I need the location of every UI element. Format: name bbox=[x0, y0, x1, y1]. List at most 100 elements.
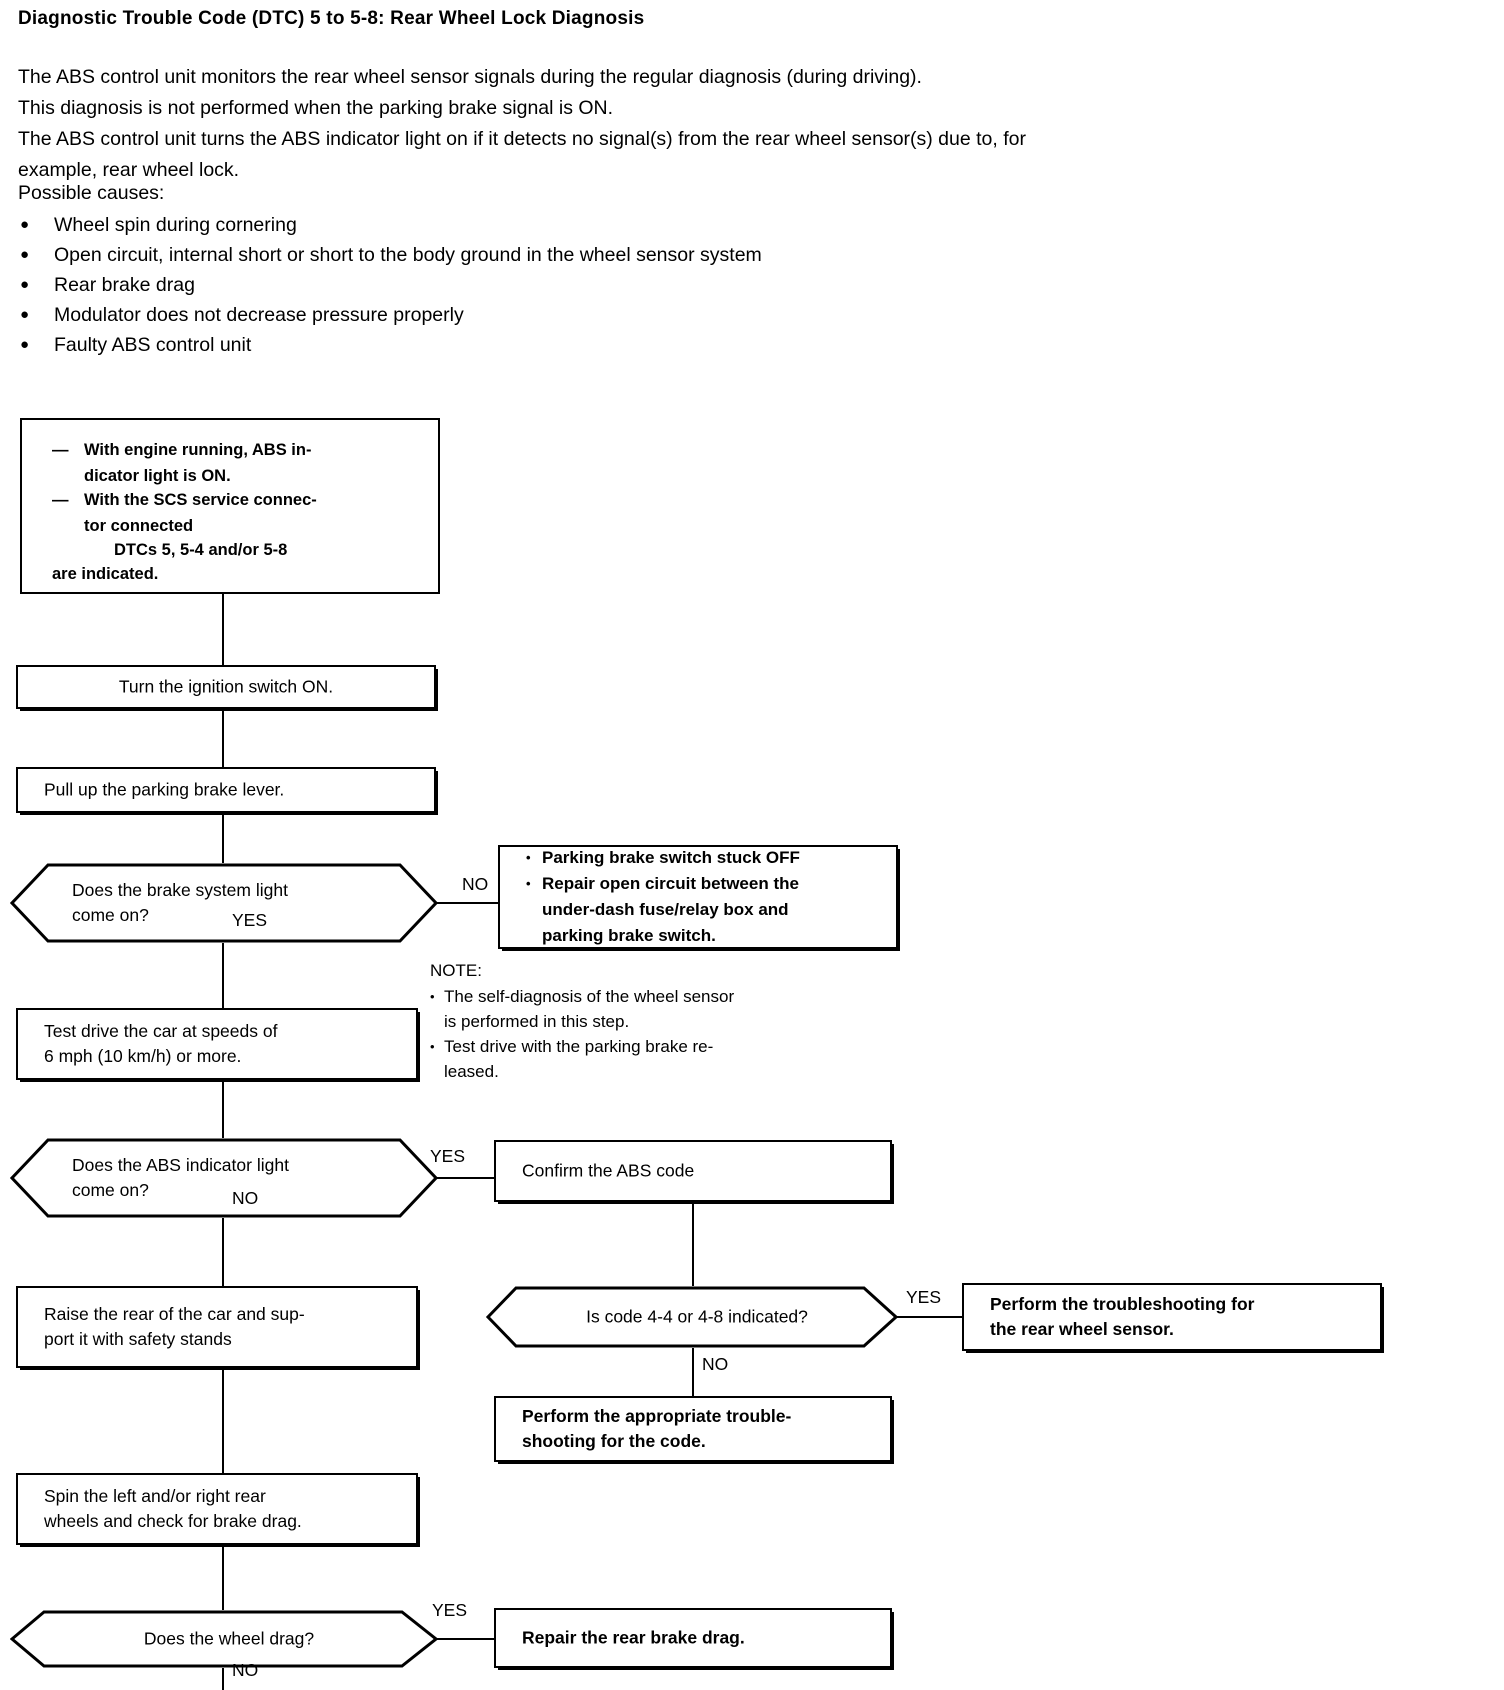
note-heading: NOTE: bbox=[430, 961, 482, 980]
step-turn-ignition-on: Turn the ignition switch ON. bbox=[16, 665, 436, 709]
connector-parking-brake-to-decision bbox=[222, 813, 224, 863]
repair-item-2-cont-1: under-dash fuse/relay box and bbox=[542, 900, 789, 919]
bullet-icon: ● bbox=[20, 216, 30, 233]
possible-causes-label: Possible causes: bbox=[18, 182, 165, 204]
note-item-2: • Test drive with the parking brake re- bbox=[430, 1034, 890, 1059]
condition-line-6: are indicated. bbox=[52, 565, 159, 583]
action-repair-rear-brake-drag: Repair the rear brake drag. bbox=[494, 1608, 892, 1668]
step-test-drive-label: Test drive the car at speeds of 6 mph (1… bbox=[44, 1019, 406, 1069]
intro-paragraphs: The ABS control unit monitors the rear w… bbox=[18, 62, 1478, 186]
repair-item-2-cont-2: parking brake switch. bbox=[542, 926, 716, 945]
note-item-2-label: Test drive with the parking brake re- bbox=[444, 1037, 714, 1056]
decision-abs-indicator-light-label: Does the ABS indicator light come on? bbox=[72, 1153, 386, 1203]
small-bullet-icon: • bbox=[430, 1039, 435, 1054]
branch-label-no-4: NO bbox=[232, 1660, 259, 1680]
condition-line-4: tor connected bbox=[84, 517, 194, 535]
sensor-action-line-2: the rear wheel sensor. bbox=[990, 1319, 1174, 1339]
decision-line-2: come on? bbox=[72, 1180, 149, 1200]
dash-icon: — bbox=[52, 491, 69, 509]
bullet-icon: ● bbox=[20, 306, 30, 323]
cause-text: Faulty ABS control unit bbox=[54, 334, 252, 356]
hexagon-shape bbox=[486, 1286, 898, 1348]
condition-row-1: — With engine running, ABS in- bbox=[52, 438, 430, 462]
entry-condition-box: — With engine running, ABS in- dicator l… bbox=[20, 418, 440, 594]
connector-decision4-yes bbox=[436, 1638, 494, 1640]
code-action-line-1: Perform the appropriate trouble- bbox=[522, 1406, 792, 1426]
condition-line-1: With engine running, ABS in- bbox=[84, 441, 312, 459]
decision-wheel-drag-label: Does the wheel drag? bbox=[143, 1628, 315, 1649]
raise-line-1: Raise the rear of the car and sup- bbox=[44, 1304, 305, 1324]
step-pull-parking-brake: Pull up the parking brake lever. bbox=[16, 767, 436, 813]
list-item: ● Rear brake drag bbox=[18, 270, 762, 300]
repair-item-2: • Repair open circuit between the bbox=[526, 871, 886, 897]
intro-line-2: This diagnosis is not performed when the… bbox=[18, 97, 614, 119]
note-item-1-label: The self-diagnosis of the wheel sensor bbox=[444, 987, 735, 1006]
decision-brake-system-light-label: Does the brake system light come on? bbox=[72, 878, 386, 928]
connector-decision2-yes bbox=[436, 1177, 494, 1179]
raise-line-2: port it with safety stands bbox=[44, 1329, 232, 1349]
bullet-icon: ● bbox=[20, 276, 30, 293]
decision-line-1: Does the brake system light bbox=[72, 880, 288, 900]
note-item-1: • The self-diagnosis of the wheel sensor bbox=[430, 984, 890, 1009]
repair-item-1-label: Parking brake switch stuck OFF bbox=[542, 848, 800, 867]
step-pull-parking-brake-label: Pull up the parking brake lever. bbox=[44, 779, 285, 800]
decision-brake-system-light: Does the brake system light come on? bbox=[10, 863, 438, 943]
branch-label-no-2: NO bbox=[232, 1188, 259, 1208]
connector-decision3-yes bbox=[896, 1316, 966, 1318]
condition-line-2: dicator light is ON. bbox=[84, 467, 231, 485]
hexagon-shape bbox=[10, 1138, 438, 1218]
step-test-drive: Test drive the car at speeds of 6 mph (1… bbox=[16, 1008, 418, 1080]
step-confirm-abs-code-label: Confirm the ABS code bbox=[522, 1160, 695, 1181]
condition-row-2: — With the SCS service connec- bbox=[52, 488, 430, 512]
connector-ignition-to-parking-brake bbox=[222, 709, 224, 767]
decision-wheel-drag: Does the wheel drag? bbox=[10, 1610, 438, 1668]
action-appropriate-code-label: Perform the appropriate trouble- shootin… bbox=[522, 1404, 880, 1454]
action-repair-rear-brake-drag-label: Repair the rear brake drag. bbox=[522, 1627, 745, 1648]
decision-line-2: come on? bbox=[72, 905, 149, 925]
connector-decision2-no bbox=[222, 1218, 224, 1286]
test-drive-line-1: Test drive the car at speeds of bbox=[44, 1021, 278, 1041]
decision-line-1: Does the ABS indicator light bbox=[72, 1155, 289, 1175]
action-parking-brake-switch: • Parking brake switch stuck OFF • Repai… bbox=[498, 845, 898, 949]
branch-label-no-3: NO bbox=[702, 1354, 729, 1374]
connector-decision1-no bbox=[436, 902, 498, 904]
sensor-action-line-1: Perform the troubleshooting for bbox=[990, 1294, 1255, 1314]
connector-decision3-no bbox=[692, 1348, 694, 1396]
small-bullet-icon: • bbox=[526, 876, 531, 891]
connector-raise-to-spin bbox=[222, 1368, 224, 1473]
connector-decision1-yes bbox=[222, 943, 224, 1008]
intro-line-4: example, rear wheel lock. bbox=[18, 159, 240, 181]
decision-code-44-48: Is code 4-4 or 4-8 indicated? bbox=[486, 1286, 898, 1348]
note-item-1-cont: is performed in this step. bbox=[444, 1012, 630, 1031]
hexagon-shape bbox=[10, 1610, 438, 1668]
decision-abs-indicator-light: Does the ABS indicator light come on? bbox=[10, 1138, 438, 1218]
connector-test-drive-to-decision bbox=[222, 1080, 224, 1138]
repair-item-1: • Parking brake switch stuck OFF bbox=[526, 845, 886, 871]
action-parking-brake-switch-text: • Parking brake switch stuck OFF • Repai… bbox=[526, 845, 886, 949]
spin-line-1: Spin the left and/or right rear bbox=[44, 1486, 266, 1506]
code-action-line-2: shooting for the code. bbox=[522, 1431, 706, 1451]
bullet-icon: ● bbox=[20, 336, 30, 353]
branch-label-yes-4: YES bbox=[432, 1600, 468, 1620]
bullet-icon: ● bbox=[20, 246, 30, 263]
cause-text: Rear brake drag bbox=[54, 274, 195, 296]
connector-entry-to-ignition bbox=[222, 594, 224, 665]
list-item: ● Faulty ABS control unit bbox=[18, 330, 762, 360]
branch-label-yes-3: YES bbox=[906, 1287, 942, 1307]
intro-line-3: The ABS control unit turns the ABS indic… bbox=[18, 128, 1026, 150]
action-rear-wheel-sensor-troubleshooting: Perform the troubleshooting for the rear… bbox=[962, 1283, 1382, 1351]
list-item: ● Wheel spin during cornering bbox=[18, 210, 762, 240]
step-confirm-abs-code: Confirm the ABS code bbox=[494, 1140, 892, 1202]
entry-condition-text: — With engine running, ABS in- dicator l… bbox=[52, 438, 430, 586]
connector-confirm-code-to-decision bbox=[692, 1202, 694, 1286]
branch-label-yes-1: YES bbox=[232, 910, 268, 930]
condition-line-5: DTCs 5, 5-4 and/or 5-8 bbox=[114, 541, 288, 559]
page-title: Diagnostic Trouble Code (DTC) 5 to 5-8: … bbox=[18, 8, 645, 29]
cause-text: Open circuit, internal short or short to… bbox=[54, 244, 762, 266]
connector-spin-to-decision bbox=[222, 1545, 224, 1610]
test-drive-line-2: 6 mph (10 km/h) or more. bbox=[44, 1046, 242, 1066]
small-bullet-icon: • bbox=[526, 850, 531, 865]
hexagon-shape bbox=[10, 863, 438, 943]
branch-label-no-1: NO bbox=[462, 874, 489, 894]
